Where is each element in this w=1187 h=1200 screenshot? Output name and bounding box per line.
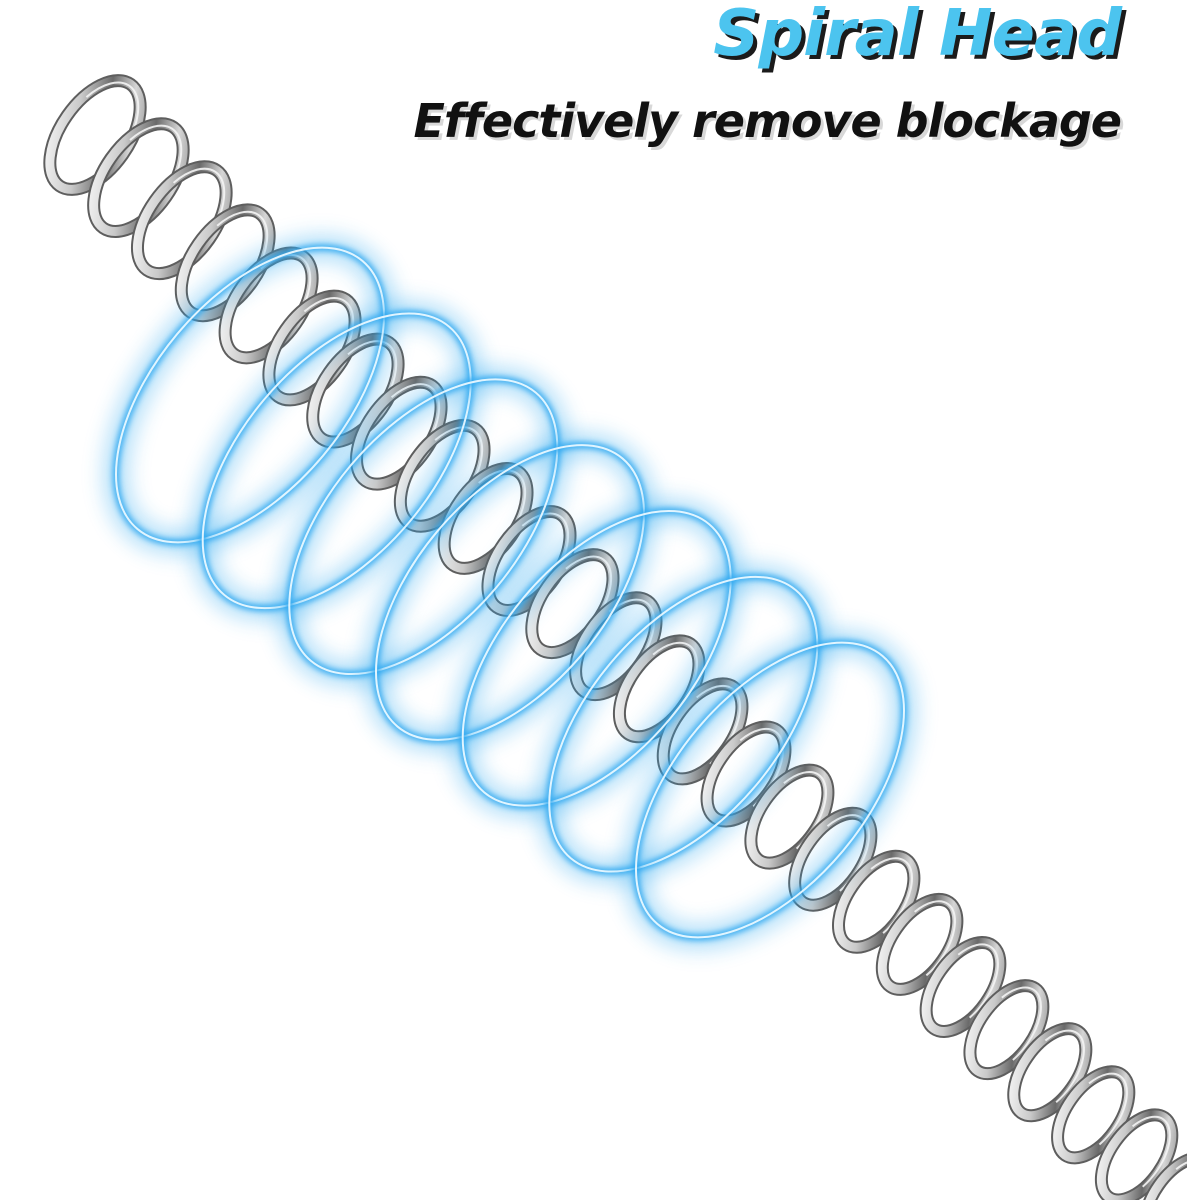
swirl-ring [623,629,917,951]
swirl-ring [449,497,744,819]
swirl-glow-rings [103,234,917,951]
swirl-ring [276,366,571,688]
spring-coil [919,935,1007,1039]
spring-coil [1051,1065,1136,1165]
spring-coil [875,892,964,996]
swirl-ring [536,563,831,885]
swirl-ring [363,432,657,753]
swirl-ring [189,300,484,622]
spring-coil [1138,1151,1187,1200]
spring-coil [1007,1022,1093,1123]
headline-subtitle: Effectively remove blockage [413,94,1122,148]
headline-title: Spiral Head [713,0,1122,71]
spring-coil [1094,1108,1179,1200]
spring-coil [963,979,1050,1081]
swirl-ring [103,234,397,556]
